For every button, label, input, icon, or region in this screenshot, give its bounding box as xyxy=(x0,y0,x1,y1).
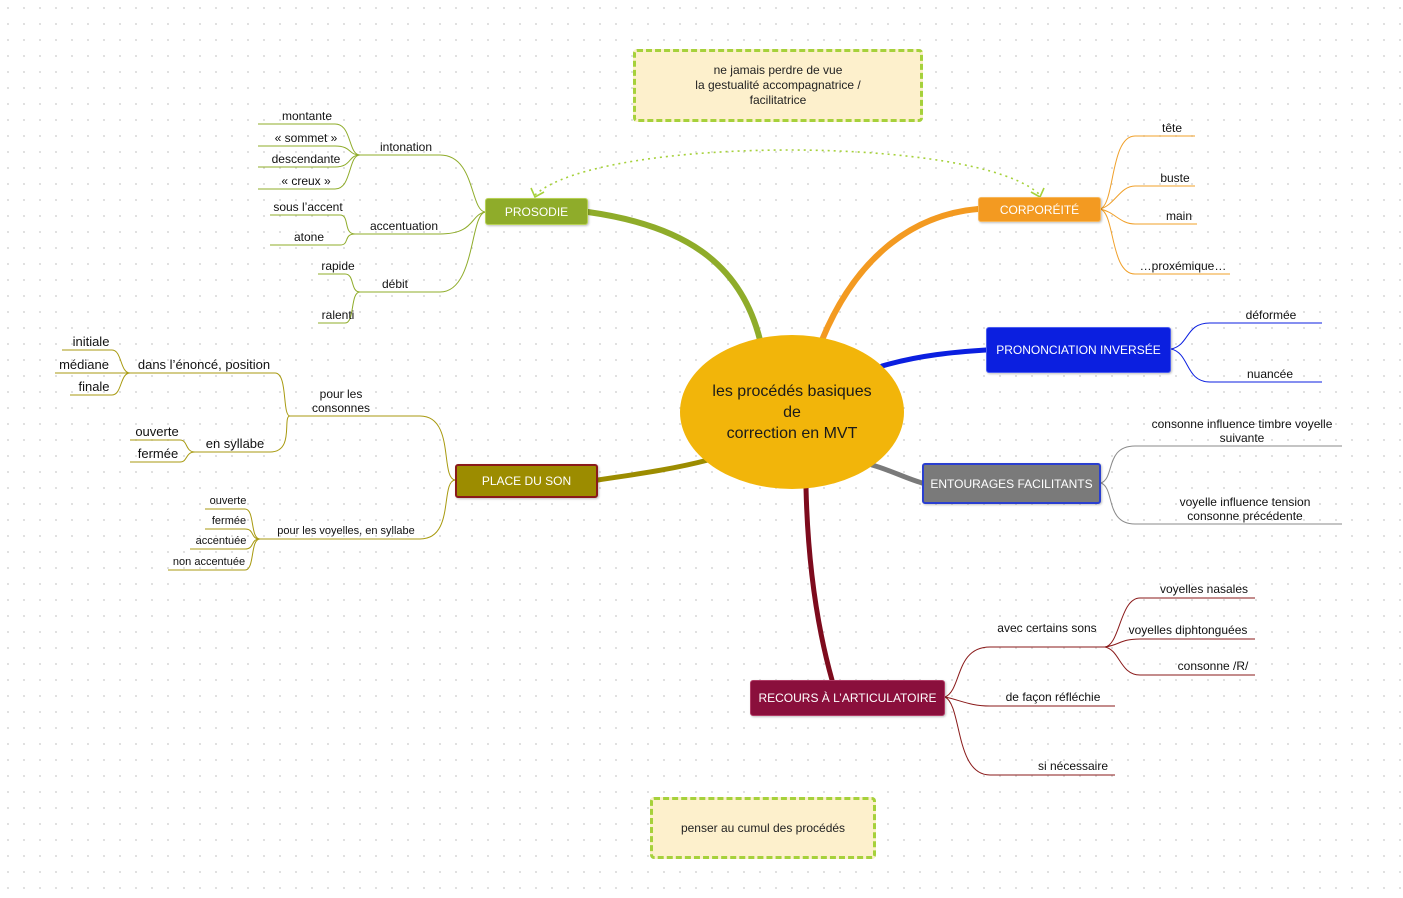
link-place xyxy=(595,457,711,483)
branch-prononciation-inversee[interactable]: PRONONCIATION INVERSÉE xyxy=(986,327,1171,373)
topic-consonne-fermee[interactable]: fermée xyxy=(137,446,179,461)
topic-consonne-influence[interactable]: consonne influence timbre voyelle suivan… xyxy=(1152,417,1333,445)
topic-voyelle-influence-line1: voyelle influence tension xyxy=(1179,495,1311,509)
central-topic-line2: de xyxy=(783,403,801,421)
topic-debit[interactable]: débit xyxy=(381,277,409,291)
topic-main[interactable]: main xyxy=(1165,209,1193,223)
topic-tete[interactable]: tête xyxy=(1161,121,1183,135)
topic-accentuation[interactable]: accentuation xyxy=(369,219,439,233)
topic-de-facon-reflechie[interactable]: de façon réfléchie xyxy=(1005,690,1101,704)
topic-consonne-r[interactable]: consonne /R/ xyxy=(1177,659,1249,673)
topic-descendante[interactable]: descendante xyxy=(271,152,341,166)
central-topic-line3: correction en MVT xyxy=(726,424,858,442)
topic-voyelle-fermee[interactable]: fermée xyxy=(211,515,247,527)
topic-creux[interactable]: « creux » xyxy=(281,174,331,188)
note-cumul: penser au cumul des procédés xyxy=(650,797,876,859)
note-gestualite: ne jamais perdre de vue la gestualité ac… xyxy=(633,49,923,122)
topic-pour-les-consonnes[interactable]: pour les consonnes xyxy=(312,387,370,415)
topic-buste[interactable]: buste xyxy=(1160,171,1190,185)
topic-sommet[interactable]: « sommet » xyxy=(274,131,338,145)
note-gestualite-line1: ne jamais perdre de vue xyxy=(713,63,843,77)
topic-nuancee[interactable]: nuancée xyxy=(1246,367,1294,381)
link-prononciation xyxy=(879,347,989,369)
topic-sous-accent[interactable]: sous l’accent xyxy=(273,200,343,214)
topic-consonne-influence-line1: consonne influence timbre voyelle xyxy=(1151,417,1333,431)
topic-montante[interactable]: montante xyxy=(281,109,333,123)
topic-finale[interactable]: finale xyxy=(78,379,110,394)
link-entourages xyxy=(869,462,925,486)
branch-entourages-facilitants[interactable]: ENTOURAGES FACILITANTS xyxy=(922,463,1101,504)
central-topic[interactable]: les procédés basiques de correction en M… xyxy=(680,335,904,489)
note-gestualite-line2: la gestualité accompagnatrice / xyxy=(695,78,861,92)
topic-voyelles-diphtonguees[interactable]: voyelles diphtonguées xyxy=(1128,623,1248,637)
topic-pour-les-voyelles[interactable]: pour les voyelles, en syllabe xyxy=(277,525,415,537)
topic-voyelle-accentuee[interactable]: accentuée xyxy=(195,535,247,547)
relation-arrow-left xyxy=(530,187,545,199)
topic-deformee[interactable]: déformée xyxy=(1245,308,1297,322)
topic-voyelle-influence-line2: consonne précédente xyxy=(1187,509,1303,523)
note-cumul-text: penser au cumul des procédés xyxy=(680,820,846,835)
topic-voyelle-non-accentuee[interactable]: non accentuée xyxy=(172,556,246,568)
topic-mediane[interactable]: médiane xyxy=(59,357,109,372)
topic-pour-les-consonnes-line2: consonnes xyxy=(311,401,371,415)
topic-pour-les-consonnes-line1: pour les xyxy=(319,387,363,401)
topic-proxemique[interactable]: …proxémique… xyxy=(1139,259,1227,273)
branch-place-du-son[interactable]: PLACE DU SON xyxy=(455,464,598,498)
topic-si-necessaire[interactable]: si nécessaire xyxy=(1037,759,1109,773)
topic-avec-certains-sons[interactable]: avec certains sons xyxy=(997,621,1097,635)
relation-prosodie-corporeite xyxy=(534,149,1041,196)
branch-prosodie[interactable]: PROSODIE xyxy=(485,198,588,225)
link-prosodie xyxy=(585,209,763,343)
branch-recours-articulatoire[interactable]: RECOURS À L’ARTICULATOIRE xyxy=(750,680,945,716)
topic-dans-enonce-position[interactable]: dans l’énoncé, position xyxy=(137,357,271,372)
topic-initiale[interactable]: initiale xyxy=(72,334,110,349)
link-recours xyxy=(803,485,835,683)
topic-rapide[interactable]: rapide xyxy=(321,259,355,273)
branch-corporeite[interactable]: CORPORÉITÉ xyxy=(978,197,1101,222)
link-corporeite xyxy=(819,206,981,343)
topic-consonne-ouverte[interactable]: ouverte xyxy=(135,424,179,439)
topic-voyelle-influence[interactable]: voyelle influence tension consonne précé… xyxy=(1180,495,1311,523)
topic-voyelle-ouverte[interactable]: ouverte xyxy=(209,495,247,507)
topic-voyelles-nasales[interactable]: voyelles nasales xyxy=(1159,582,1249,596)
note-gestualite-line3: facilitatrice xyxy=(749,93,807,107)
topic-ralenti[interactable]: ralenti xyxy=(321,308,355,322)
topic-intonation[interactable]: intonation xyxy=(379,140,433,154)
topic-en-syllabe[interactable]: en syllabe xyxy=(205,436,265,451)
topic-consonne-influence-line2: suivante xyxy=(1219,431,1265,445)
central-topic-line1: les procédés basiques xyxy=(712,382,872,400)
topic-atone[interactable]: atone xyxy=(293,230,325,244)
